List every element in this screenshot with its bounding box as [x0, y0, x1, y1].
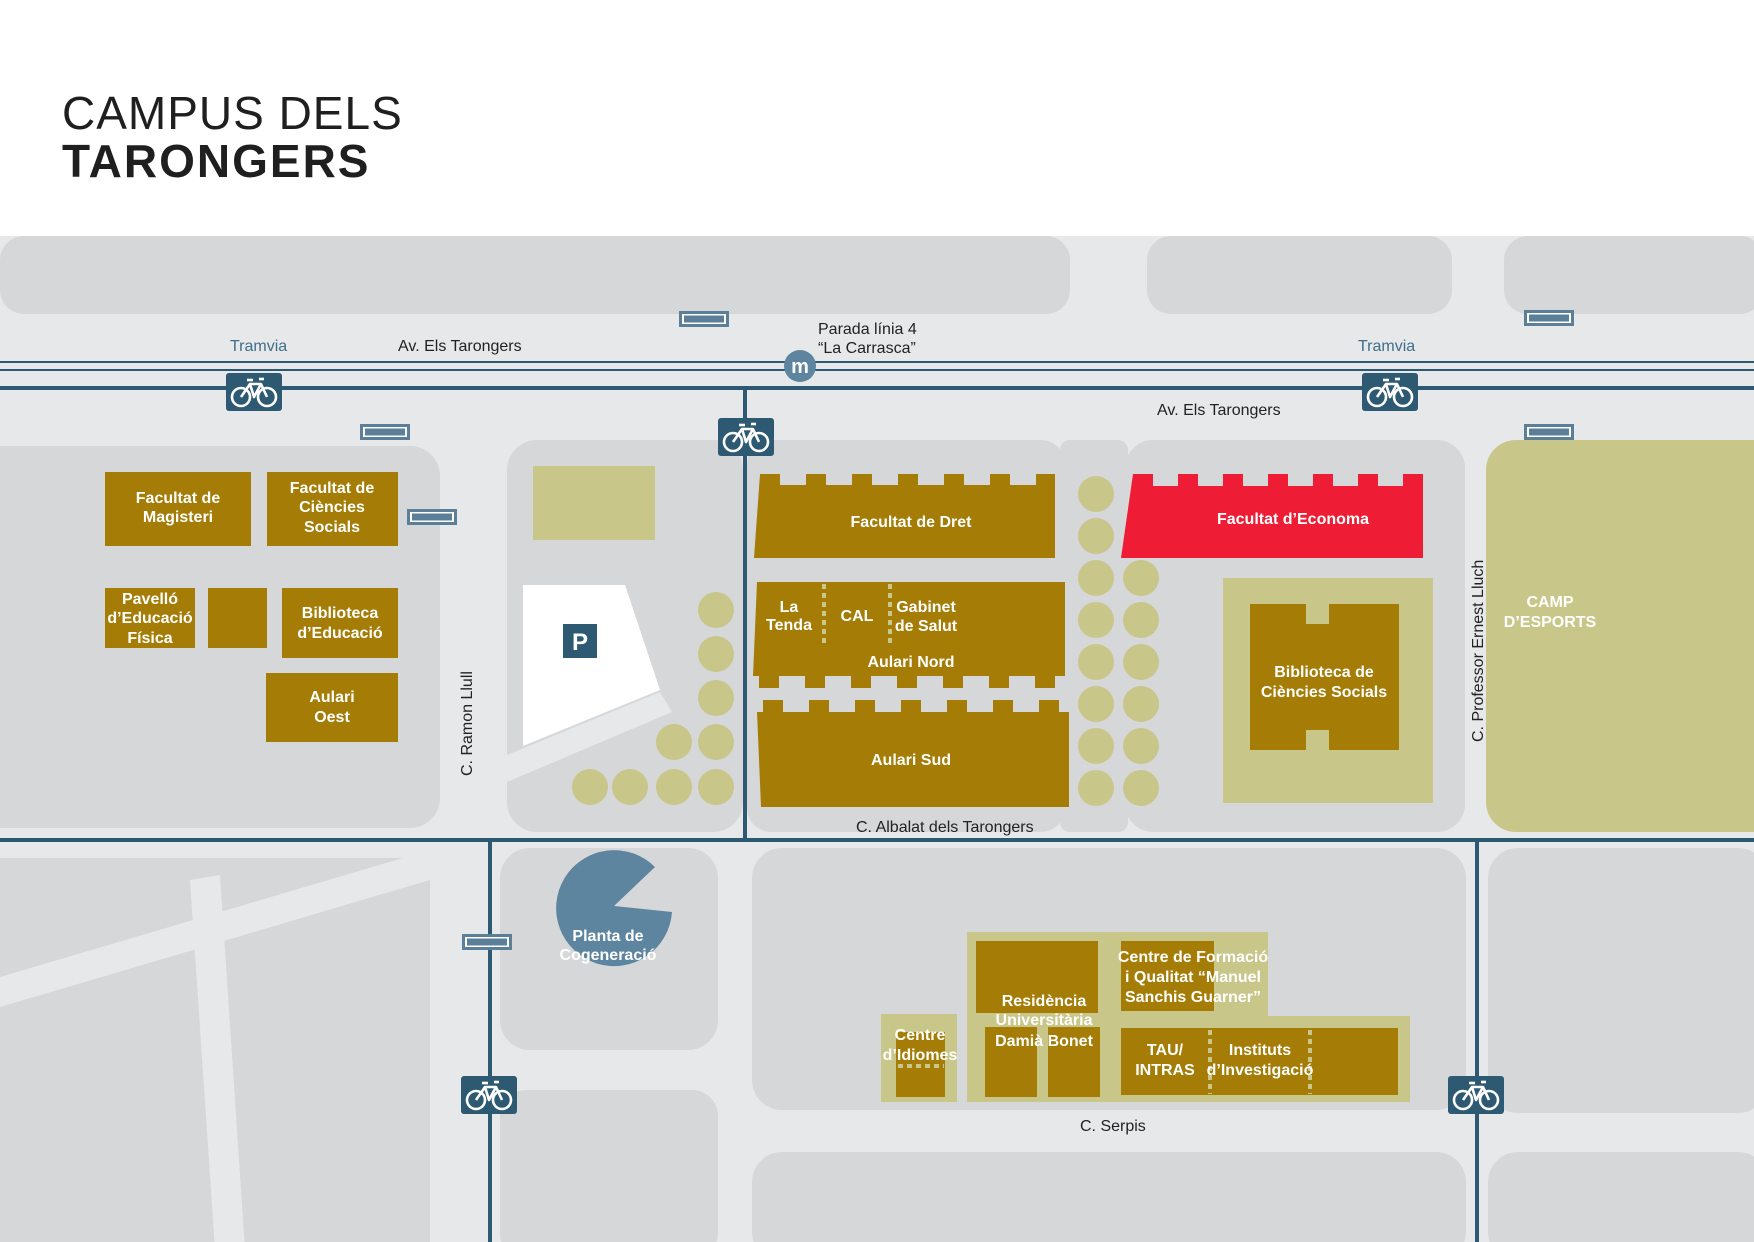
- building-annex: [208, 588, 267, 648]
- building-pavello: [105, 588, 195, 648]
- label-biblioteca-educacio: Biblioteca: [302, 605, 379, 622]
- label-facultat-economa: Facultat d’Economa: [1217, 511, 1369, 528]
- label-biblioteca-socials: Ciències Socials: [1261, 684, 1387, 701]
- parking-access: [507, 692, 672, 782]
- bus-stop-icon: [407, 509, 457, 525]
- label-la-tenda: Tenda: [766, 617, 812, 634]
- bicycle-icon: [1446, 1074, 1506, 1116]
- city-block: [1488, 848, 1754, 1113]
- label-centre-formacio: i Qualitat “Manuel: [1125, 969, 1261, 986]
- bus-stop-icon: [462, 934, 512, 950]
- building-aulari-sud: [757, 700, 1069, 807]
- building-biblioteca-socials: [1250, 604, 1399, 750]
- trees: [572, 476, 1159, 806]
- label-centre-idiomes: Centre: [895, 1027, 946, 1044]
- label-aulari-oest: Aulari: [309, 689, 354, 706]
- metro-label: m: [791, 356, 809, 378]
- bicycle-icon: [459, 1074, 519, 1116]
- label-magisteri: Facultat de: [136, 490, 221, 507]
- parking-lot: [523, 585, 660, 746]
- label-facultat-dret: Facultat de Dret: [851, 514, 973, 531]
- building-aulari-oest: [266, 673, 398, 742]
- label-instituts: Instituts: [1229, 1042, 1291, 1059]
- label-ciencies-socials: Facultat de: [290, 480, 375, 497]
- label-residencia: Residència: [1002, 993, 1087, 1010]
- map-title-line2: TARONGERS: [62, 135, 371, 187]
- building-ciencies-socials: [267, 472, 398, 546]
- label-ciencies-socials: Ciències: [299, 499, 365, 516]
- label-pavello: Física: [127, 630, 172, 647]
- city-block: [0, 236, 1070, 314]
- label-aulari-sud: Aulari Sud: [871, 752, 951, 769]
- label-cal: CAL: [841, 608, 874, 625]
- building-residencia-wing: [1048, 1027, 1100, 1097]
- street-label-albalat: C. Albalat dels Tarongers: [856, 819, 1034, 836]
- label-centre-formacio: Centre de Formació: [1118, 949, 1268, 966]
- street-label-professor-ernest-lluch: C. Professor Ernest Lluch: [1470, 560, 1487, 742]
- label-tau-intras: INTRAS: [1135, 1062, 1195, 1079]
- label-tau-intras: TAU/: [1147, 1042, 1184, 1059]
- street-label-av-els-tarongers: Av. Els Tarongers: [398, 338, 522, 355]
- city-block: [1147, 236, 1452, 314]
- building-residencia: [976, 941, 1098, 1013]
- building-planta-cogeneracio: [556, 850, 672, 967]
- label-aulari-oest: Oest: [314, 709, 350, 726]
- metro-stop-label: Parada línia 4: [818, 321, 917, 338]
- green-area: [533, 466, 655, 540]
- bus-stop-icon: [360, 424, 410, 440]
- bus-stop-icon: [1524, 310, 1574, 326]
- building-facultat-economa[interactable]: [1121, 474, 1423, 558]
- label-ciencies-socials: Socials: [304, 519, 360, 536]
- city-block: [500, 1090, 718, 1242]
- building-magisteri: [105, 472, 251, 546]
- bicycle-icon: [1360, 371, 1420, 413]
- bus-stop-icon: [679, 311, 729, 327]
- label-pavello: d’Educació: [107, 610, 193, 627]
- building-residencia-wing: [985, 1027, 1037, 1097]
- label-gabinet: Gabinet: [896, 599, 956, 616]
- parking-icon: [563, 624, 597, 658]
- building-biblioteca-educacio: [282, 588, 398, 658]
- label-aulari-nord: Aulari Nord: [867, 654, 954, 671]
- street-label-av-els-tarongers-2: Av. Els Tarongers: [1157, 402, 1281, 419]
- label-centre-formacio: Sanchis Guarner”: [1125, 989, 1261, 1006]
- label-residencia: Damià Bonet: [995, 1033, 1093, 1050]
- label-planta-cogeneracio: Planta de: [572, 928, 643, 945]
- diagonal-street: [190, 875, 245, 1242]
- building-centre-formacio: [1121, 941, 1214, 1011]
- label-pavello: Pavelló: [122, 591, 178, 608]
- parking-label: P: [572, 629, 588, 656]
- label-residencia: Universitària: [996, 1012, 1093, 1029]
- label-la-tenda: La: [780, 599, 799, 616]
- city-block: [1488, 1152, 1754, 1242]
- bus-stop-icon: [1524, 424, 1574, 440]
- map-title-line1: CAMPUS DELS: [62, 87, 403, 139]
- street-label-ramon-llull: C. Ramon Llull: [459, 671, 476, 776]
- label-centre-idiomes: d’Idiomes: [883, 1047, 958, 1064]
- metro-icon: [784, 350, 816, 382]
- street-label-serpis: C. Serpis: [1080, 1118, 1146, 1135]
- city-block: [752, 1152, 1466, 1242]
- label-biblioteca-educacio: d’Educació: [297, 625, 383, 642]
- bicycle-icon: [716, 416, 776, 458]
- sports-field: [1486, 440, 1754, 832]
- metro-stop-name: “La Carrasca”: [818, 340, 916, 357]
- label-magisteri: Magisteri: [143, 509, 213, 526]
- label-camp-esports: D’ESPORTS: [1504, 614, 1597, 631]
- bicycle-icon: [224, 371, 284, 413]
- tram-label-left: Tramvia: [230, 338, 287, 355]
- label-camp-esports: CAMP: [1526, 594, 1573, 611]
- building-facultat-dret: [754, 474, 1055, 558]
- label-biblioteca-socials: Biblioteca de: [1274, 664, 1374, 681]
- building-aulari-nord: [753, 582, 1065, 688]
- label-planta-cogeneracio: Cogeneració: [560, 947, 657, 964]
- city-block: [1504, 236, 1754, 314]
- tram-label-right: Tramvia: [1358, 338, 1415, 355]
- building-instituts: [1121, 1028, 1398, 1095]
- label-instituts: d’Investigació: [1207, 1062, 1314, 1079]
- label-gabinet: de Salut: [895, 618, 958, 635]
